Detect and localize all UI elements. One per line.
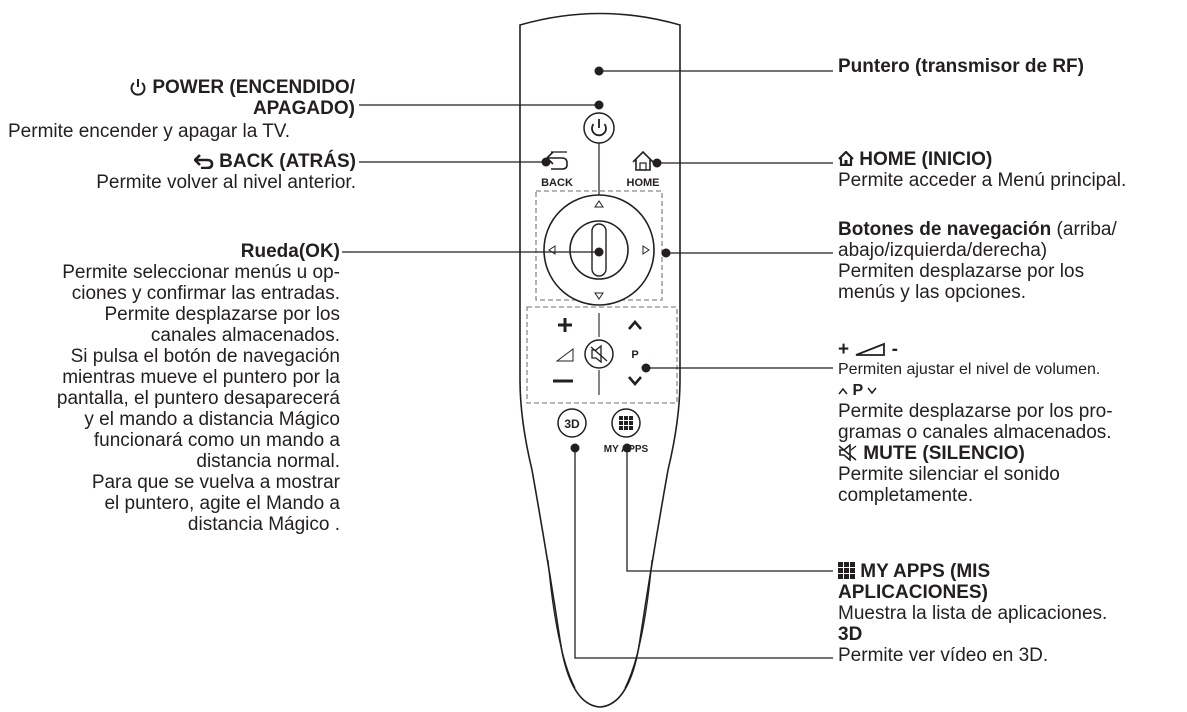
wheel-line: mientras mueve el puntero por la (62, 367, 340, 388)
threed-title: 3D (838, 624, 863, 645)
home-button[interactable] (632, 150, 654, 171)
volume-icon (856, 342, 886, 356)
p-label: P (852, 382, 863, 399)
nav-right-icon[interactable] (642, 245, 650, 255)
grid-icon (619, 416, 633, 430)
home-title: HOME (INICIO) (859, 149, 993, 170)
myapps-title-2: APLICACIONES) (838, 582, 988, 603)
wheel-line: canales almacenados. (150, 325, 340, 346)
volume-desc: Permiten ajustar el nivel de volumen. (838, 361, 1101, 378)
pointer-title: Puntero (transmisor de RF) (838, 56, 1084, 77)
volume-icon (555, 348, 574, 362)
mute-icon (838, 443, 857, 462)
p-desc-2: gramas o canales almacenados. (838, 422, 1112, 443)
remote-3d-label: 3D (564, 417, 580, 431)
myapps-title-1: MY APPS (MIS (860, 561, 991, 582)
wheel-line: Permite seleccionar menús u op- (62, 262, 340, 283)
wheel-line: ciones y confirmar las entradas. (71, 283, 340, 304)
wheel-line: Si pulsa el botón de navegación (70, 346, 340, 367)
channel-down-button[interactable] (628, 376, 642, 386)
home-icon (838, 150, 854, 167)
mute-button[interactable] (584, 339, 614, 369)
nav-line: menús y las opciones. (838, 282, 1026, 303)
wheel-line: el puntero, agite el Mando a (104, 493, 340, 514)
home-annotation: HOME (INICIO) Permite acceder a Menú pri… (838, 149, 1183, 191)
chevron-down-icon (867, 387, 877, 395)
wheel-line: funcionará como un mando a (93, 430, 340, 451)
vol-minus-text: - (891, 339, 898, 360)
wheel-line: y el mando a distancia Mágico (84, 409, 340, 430)
back-annotation: BACK (ATRÁS) Permite volver al nivel ant… (40, 151, 356, 193)
power-title-2: APAGADO) (252, 98, 355, 119)
nav-up-icon[interactable] (594, 200, 604, 208)
nav-line: abajo/izquierda/derecha) (838, 240, 1048, 261)
my-apps-button[interactable] (611, 408, 641, 438)
nav-title-rest: (arriba/ (1051, 219, 1117, 240)
leader-lines (342, 70, 833, 659)
myapps-annotation: MY APPS (MIS APLICACIONES) Muestra la li… (838, 561, 1183, 666)
vol-ch-dashed-box (526, 306, 678, 404)
remote-back-label: BACK (541, 177, 573, 189)
mute-title: MUTE (SILENCIO) (863, 443, 1025, 464)
nav-line: Permiten desplazarse por los (838, 261, 1085, 282)
wheel-line: distancia normal. (196, 451, 340, 472)
nav-title: Botones de navegación (838, 219, 1052, 240)
remote-p-label: P (631, 349, 638, 361)
wheel-line: pantalla, el puntero desaparecerá (56, 388, 340, 409)
power-icon (130, 79, 146, 96)
power-title-1: POWER (ENCENDIDO/ (152, 77, 355, 98)
vol-plus-text: + (838, 339, 850, 360)
grid-icon (838, 562, 855, 579)
wheel-annotation: Rueda(OK) Permite seleccionar menús u op… (0, 241, 340, 535)
back-desc: Permite volver al nivel anterior. (96, 172, 356, 193)
threed-desc: Permite ver vídeo en 3D. (838, 645, 1049, 666)
wheel-title: Rueda(OK) (240, 241, 340, 262)
back-title: BACK (ATRÁS) (219, 151, 356, 172)
wheel-line: distancia Mágico . (187, 514, 340, 535)
mute-desc-1: Permite silenciar el sonido (838, 464, 1060, 485)
myapps-desc: Muestra la lista de aplicaciones. (838, 603, 1108, 624)
chevron-up-icon (838, 387, 848, 395)
channel-up-button[interactable] (628, 320, 642, 330)
power-annotation: POWER (ENCENDIDO/ APAGADO) (40, 77, 360, 119)
remote-tip-curve (547, 559, 653, 689)
volume-up-button[interactable] (558, 318, 572, 332)
back-icon (193, 154, 214, 170)
p-desc-1: Permite desplazarse por los pro- (838, 401, 1113, 422)
power-desc: Permite encender y apagar la TV. (8, 121, 291, 142)
wheel-line: Permite desplazarse por los (104, 304, 341, 325)
3d-button[interactable]: 3D (557, 408, 587, 438)
nav-down-icon[interactable] (594, 292, 604, 300)
volume-annotation: + - Permiten ajustar el nivel de volumen… (838, 339, 1183, 506)
remote-home-label: HOME (627, 177, 660, 189)
wheel-line: Para que se vuelva a mostrar (91, 472, 340, 493)
nav-annotation: Botones de navegación (arriba/ abajo/izq… (838, 219, 1183, 303)
home-desc: Permite acceder a Menú principal. (838, 170, 1127, 191)
power-button[interactable] (583, 112, 615, 144)
mute-desc-2: completamente. (838, 485, 974, 506)
